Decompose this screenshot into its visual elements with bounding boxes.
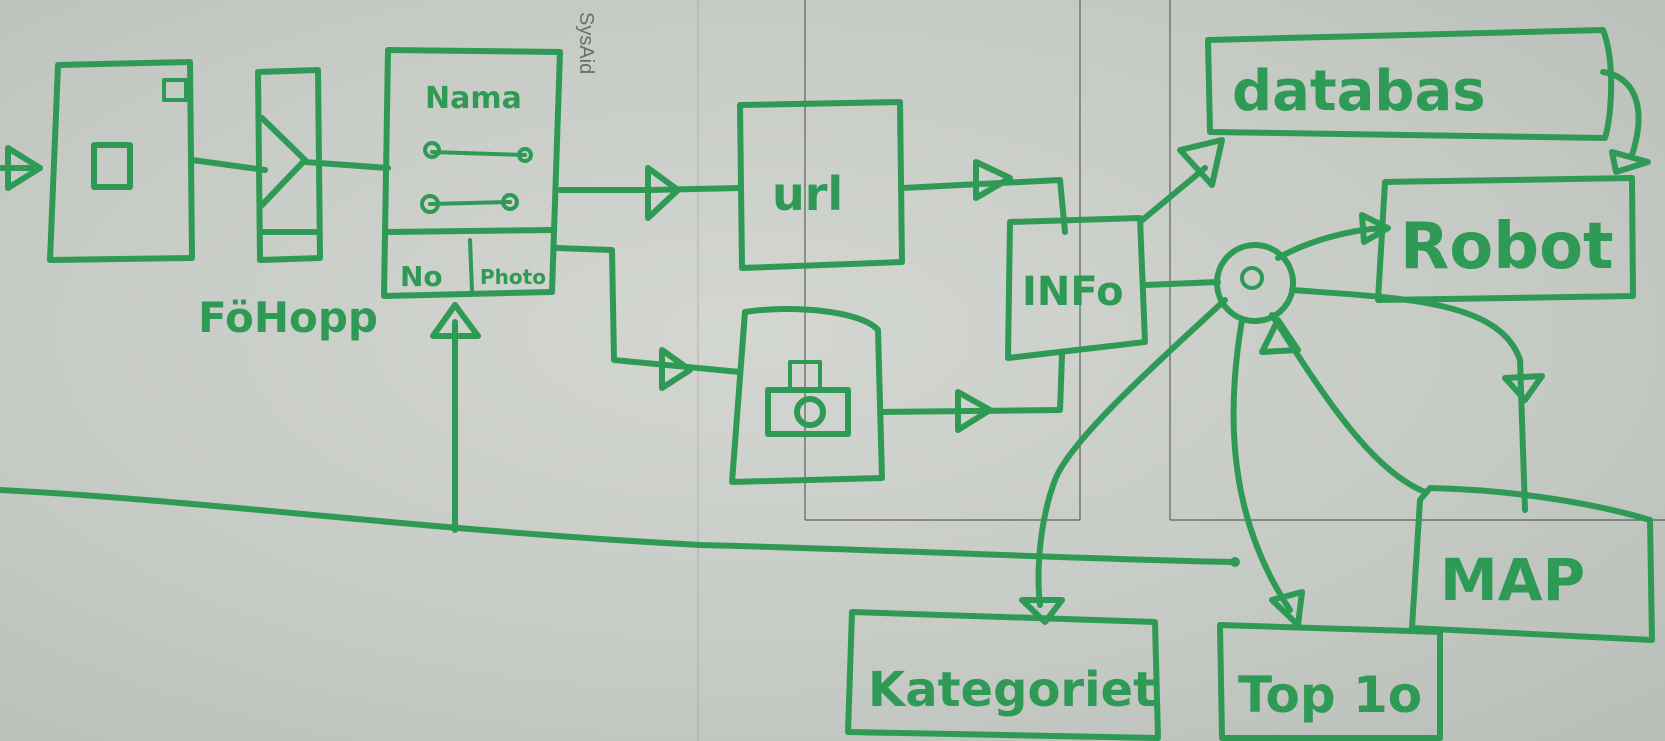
foreslag-label: FöHopp [198, 293, 378, 342]
category-box [845, 609, 1161, 741]
link-hub-to-robot [1275, 212, 1391, 261]
robot-box-label: Robot [1400, 210, 1614, 284]
link-filter-to-name [302, 159, 391, 171]
link-info-to-database [1137, 137, 1225, 225]
feedback-loop [0, 302, 1240, 567]
name-box-footer-left: No [400, 260, 443, 293]
link-info-to-hub [1142, 279, 1221, 288]
link-hub-to-category [1019, 297, 1228, 625]
slider-knob-icon [423, 141, 441, 159]
top10-box-label: Top 1o [1238, 666, 1422, 724]
hub-person-icon [1240, 266, 1264, 290]
info-box-label: INFo [1022, 269, 1124, 315]
robot-box [1375, 175, 1636, 303]
link-url-to-info [899, 159, 1068, 235]
link-camera-to-info [879, 352, 1065, 433]
sysaid-printed-label: SysAid [575, 12, 597, 74]
info-box [1005, 215, 1148, 361]
name-box [381, 47, 563, 299]
entry-arrow [0, 145, 43, 191]
link-map-to-hub [1259, 312, 1428, 495]
screen-box [47, 59, 195, 263]
database-box-label: databas [1232, 59, 1486, 124]
screen-square-icon [91, 142, 133, 190]
map-box [1409, 485, 1655, 643]
name-box-title: Nama [425, 81, 522, 116]
url-box-label: url [772, 167, 843, 221]
url-box [737, 99, 905, 271]
hub-node [1214, 242, 1296, 324]
link-screen-to-filter [189, 157, 268, 173]
link-name-to-camera [553, 245, 743, 391]
database-box [1205, 27, 1615, 141]
corner-square-icon [162, 78, 188, 102]
camera-box [729, 306, 885, 485]
link-hub-to-map-upper [1289, 287, 1545, 513]
link-database-to-robot [1600, 69, 1651, 175]
top10-box [1217, 622, 1443, 741]
map-box-label: MAP [1440, 546, 1585, 614]
category-box-label: Kategoriet [868, 662, 1156, 718]
link-name-to-url [557, 165, 743, 221]
name-box-footer-right: Photo [480, 265, 546, 289]
link-hub-to-top10 [1230, 317, 1305, 628]
